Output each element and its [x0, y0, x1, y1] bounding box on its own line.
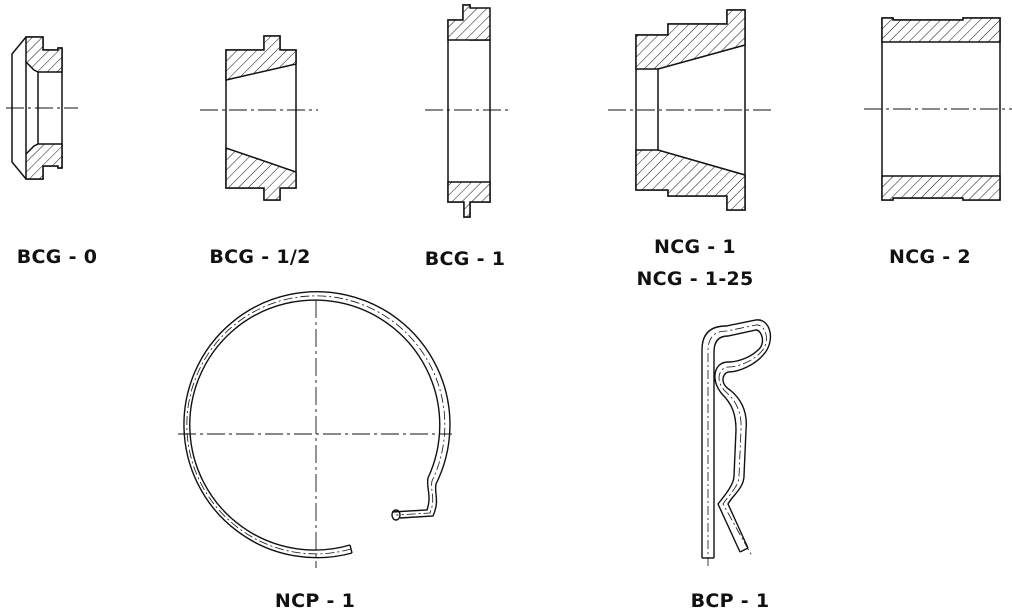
ncp-1-drawing [178, 291, 452, 568]
ncp-1-label: NCP - 1 [274, 590, 356, 612]
bcg-1-drawing [425, 4, 512, 218]
bcg-0-drawing [6, 36, 78, 180]
bcp-1-drawing [701, 319, 772, 566]
ncg-2-label: NCG - 2 [889, 246, 971, 268]
ncg-2-drawing [864, 17, 1012, 201]
ncg-1-drawing [608, 9, 772, 211]
ncg-1-label: NCG - 1 [654, 236, 736, 258]
bcg-half-drawing [200, 35, 318, 201]
ncg-1-25-label: NCG - 1-25 [636, 268, 754, 290]
bcp-1-label: BCP - 1 [690, 590, 770, 612]
bcg-0-label: BCG - 0 [16, 246, 98, 268]
bcg-half-label: BCG - 1/2 [209, 246, 311, 268]
bcg-1-label: BCG - 1 [424, 248, 506, 270]
